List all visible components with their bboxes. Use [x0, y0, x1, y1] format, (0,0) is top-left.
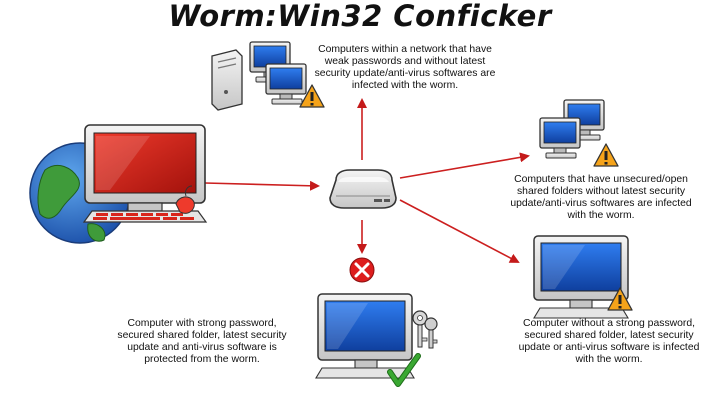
diagram-title: Worm:Win32 Conficker: [168, 0, 552, 33]
arrow-source-to-hub: [204, 180, 320, 191]
right-lower-infected-computer-icon: [533, 235, 633, 319]
caption-line: with the worm.: [575, 354, 643, 365]
red-x-circle-icon: [349, 257, 375, 283]
keys-icon: [412, 310, 438, 349]
caption-line: weak passwords and without latest: [324, 56, 486, 67]
protected-computer-icon: [315, 293, 415, 379]
infected-computer-with-globe-icon: [29, 124, 208, 244]
caption-line: update/anti-virus softwares are infected: [510, 198, 692, 209]
arrow-hub-to-right-lower: [399, 199, 520, 263]
right-upper-infected-computers-icon: [539, 99, 619, 167]
arrows: [201, 98, 530, 263]
caption-line: Computers that have unsecured/open: [514, 174, 688, 185]
caption-line: with the worm.: [567, 210, 635, 221]
caption-line: secured shared folder, latest security: [117, 330, 287, 341]
caption-line: Computers within a network that have: [318, 44, 492, 55]
caption-line: update and anti-virus software is: [127, 342, 277, 353]
caption-line: update or anti-virus software is infecte…: [518, 342, 700, 353]
caption-line: security update/anti-virus softwares are: [314, 68, 496, 79]
caption-right-upper: Computers that have unsecured/open share…: [486, 174, 716, 222]
caption-line: shared folders without latest security: [516, 186, 686, 197]
top-infected-computers-icon: [211, 41, 325, 111]
caption-line: protected from the worm.: [144, 354, 260, 365]
caption-left-lower: Computer with strong password, secured s…: [104, 318, 300, 366]
caption-line: Computer with strong password,: [127, 318, 277, 329]
caption-top: Computers within a network that have wea…: [300, 44, 510, 92]
caption-line: secured shared folder, latest security: [524, 330, 694, 341]
arrow-hub-to-right-upper: [399, 152, 530, 179]
caption-right-lower: Computer without a strong password, secu…: [500, 318, 718, 366]
caption-line: Computer without a strong password,: [522, 318, 696, 329]
caption-line: infected with the worm.: [351, 80, 459, 91]
network-hub-icon: [329, 169, 397, 209]
green-checkmark-icon: [387, 353, 421, 387]
